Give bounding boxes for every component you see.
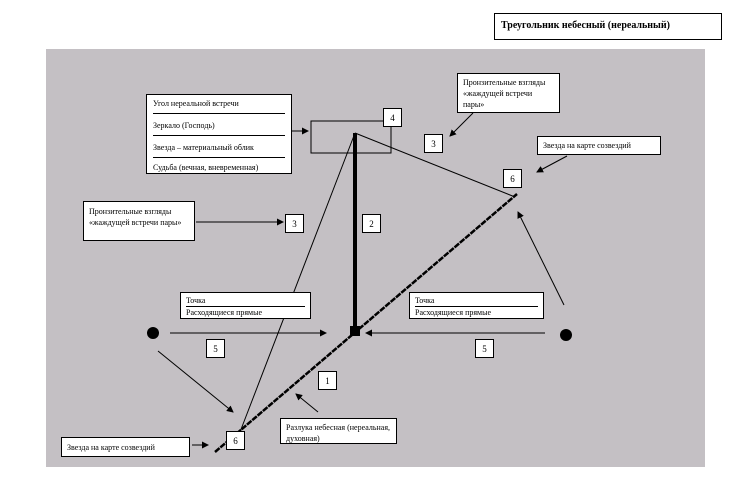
number-6-left: 6 (226, 431, 245, 450)
mirror-legend-box: Угол нереальной встречи Зеркало (Господь… (146, 94, 292, 174)
point-right-box: Точка Расходящиеся прямые (409, 292, 544, 319)
number-2: 2 (362, 214, 381, 233)
triangle-right-edge (354, 132, 516, 198)
triangle-left-edge (239, 132, 356, 433)
legend-line-3: Звезда – материальный облик (153, 142, 285, 158)
mirror-rect (310, 120, 392, 154)
number-5-left: 5 (206, 339, 225, 358)
diverging-left-label: Расходящиеся прямые (186, 308, 263, 317)
diagram-title: Треугольник небесный (нереальный) (494, 13, 722, 40)
separation-line (214, 193, 518, 453)
star-map-right-box: Звезда на карте созвездий (537, 136, 661, 155)
number-3-top: 3 (424, 134, 443, 153)
point-right-label: Точка (415, 295, 538, 307)
legend-line-1: Угол нереальной встречи (153, 98, 285, 114)
left-star (147, 327, 159, 339)
separation-box: Разлука небесная (нереальная, духовная) (280, 418, 397, 444)
right-star (560, 329, 572, 341)
point-left-box: Точка Расходящиеся прямые (180, 292, 311, 319)
number-3-left: 3 (285, 214, 304, 233)
legend-line-2: Зеркало (Господь) (153, 120, 285, 136)
glances-top-box: Пронзительные взгляды «жаждущей встречи … (457, 73, 560, 113)
legend-line-4: Судьба (вечная, вневременная) (153, 163, 259, 172)
glances-left-box: Пронзительные взгляды «жаждущей встречи … (83, 201, 195, 241)
point-left-label: Точка (186, 295, 305, 307)
number-4: 4 (383, 108, 402, 127)
diverging-right-label: Расходящиеся прямые (415, 308, 492, 317)
number-5-right: 5 (475, 339, 494, 358)
center-point (350, 326, 360, 336)
number-6-right: 6 (503, 169, 522, 188)
number-1: 1 (318, 371, 337, 390)
star-map-left-box: Звезда на карте созвездий (61, 437, 190, 457)
